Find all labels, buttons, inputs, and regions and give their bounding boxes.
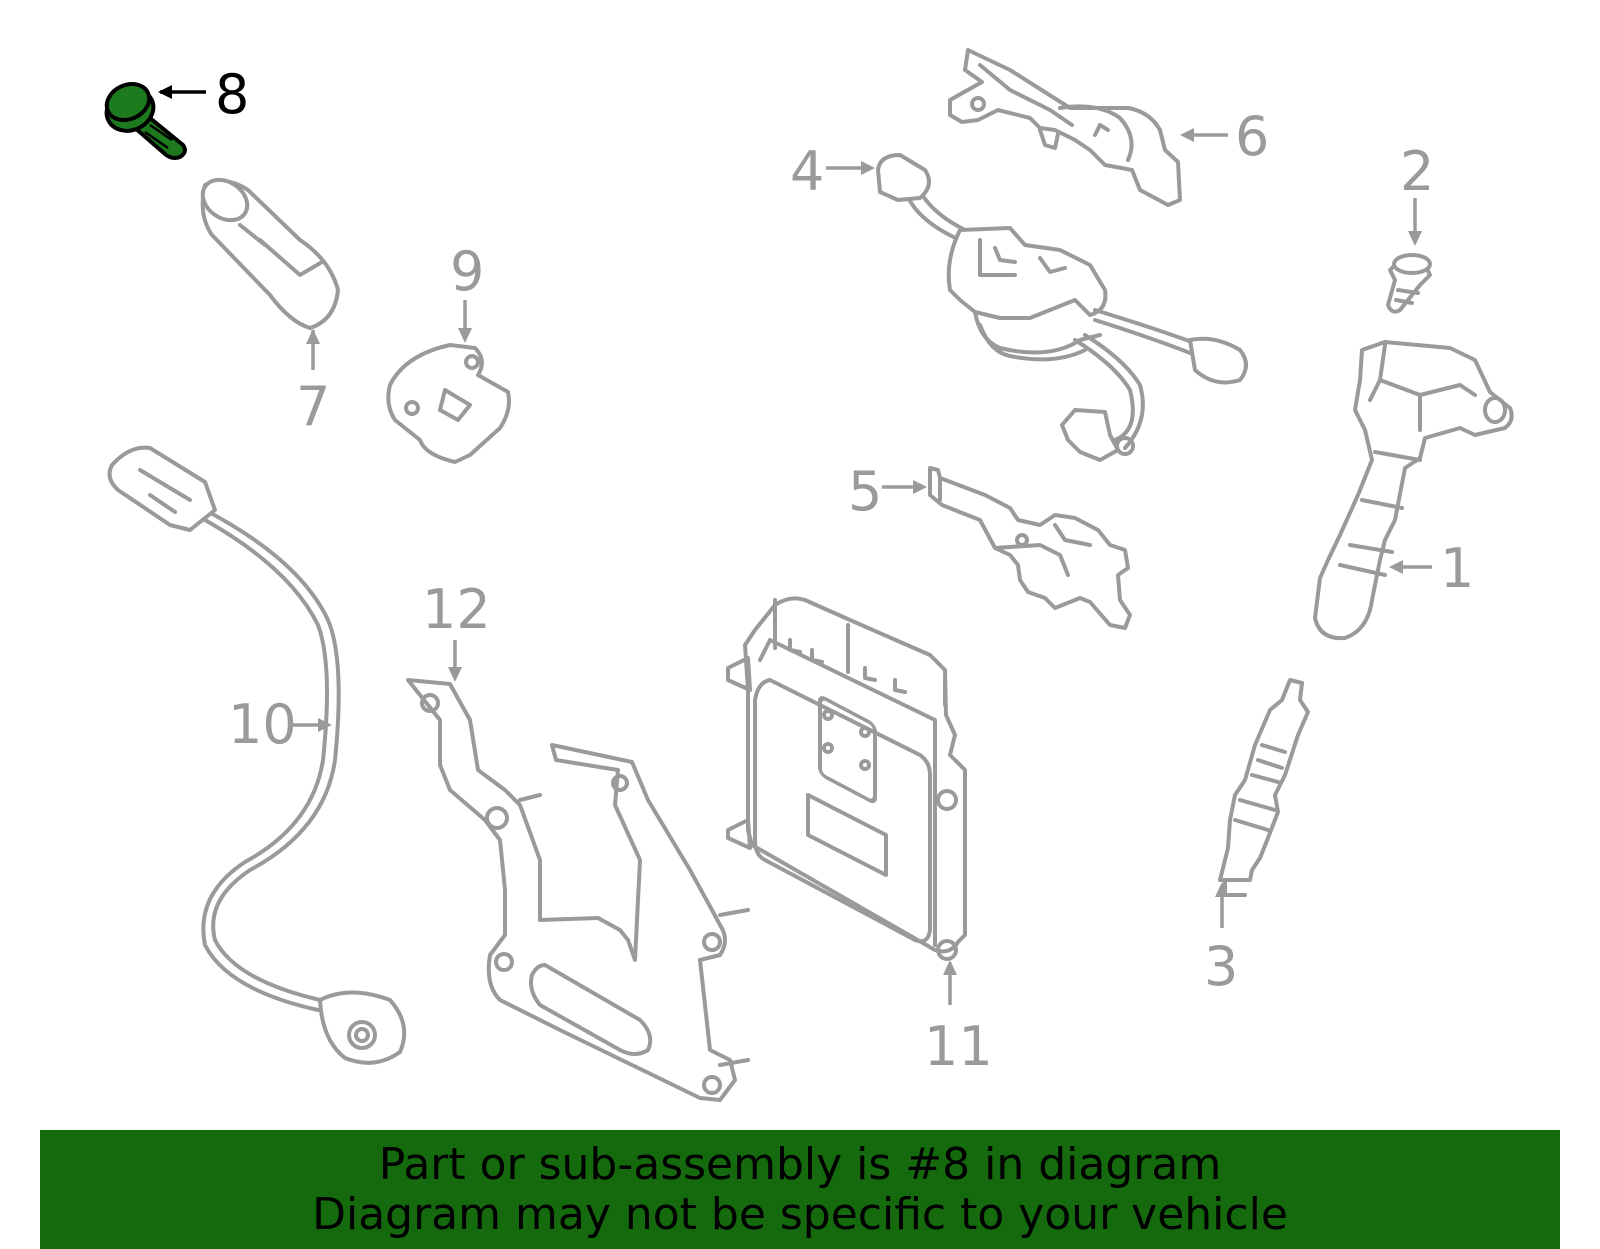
- part-12-bracket[interactable]: [406, 678, 750, 1102]
- callout-5: 5: [848, 460, 927, 523]
- part-8-bolt[interactable]: [100, 77, 187, 160]
- svg-text:10: 10: [228, 693, 297, 756]
- part-6-holder[interactable]: [948, 48, 1182, 207]
- svg-text:11: 11: [924, 1015, 993, 1078]
- svg-text:12: 12: [422, 578, 491, 641]
- svg-text:4: 4: [790, 140, 824, 203]
- svg-text:3: 3: [1204, 935, 1238, 998]
- svg-text:1: 1: [1440, 537, 1474, 600]
- svg-text:6: 6: [1235, 105, 1269, 168]
- svg-text:9: 9: [450, 240, 484, 303]
- part-11-ecu[interactable]: [726, 596, 967, 961]
- svg-text:7: 7: [296, 375, 330, 438]
- callout-6: 6: [1180, 105, 1269, 168]
- callout-12: 12: [422, 578, 491, 682]
- callout-11: 11: [924, 960, 993, 1078]
- part-5-bracket[interactable]: [928, 466, 1132, 630]
- part-3-spark-plug[interactable]: [1218, 678, 1310, 897]
- callout-3: 3: [1204, 882, 1238, 998]
- info-banner: Part or sub-assembly is #8 in diagram Di…: [40, 1130, 1560, 1249]
- part-10-knock-sensor[interactable]: [107, 445, 407, 1065]
- callout-1: 1: [1389, 537, 1474, 600]
- part-4-wiring-harness[interactable]: [876, 153, 1248, 462]
- svg-text:5: 5: [848, 460, 882, 523]
- svg-text:8: 8: [215, 63, 249, 126]
- part-1-ignition-coil[interactable]: [1313, 340, 1514, 641]
- part-9-sensor[interactable]: [386, 343, 511, 464]
- svg-text:2: 2: [1400, 140, 1434, 203]
- callout-8: 8: [158, 63, 249, 126]
- part-7-sensor[interactable]: [195, 171, 340, 330]
- part-2-bolt[interactable]: [1386, 253, 1432, 314]
- callout-7: 7: [296, 329, 330, 438]
- callout-2: 2: [1400, 140, 1434, 246]
- callout-10: 10: [228, 693, 332, 756]
- callout-9: 9: [450, 240, 484, 343]
- banner-disclaimer: Diagram may not be specific to your vehi…: [312, 1189, 1288, 1240]
- banner-part-note: Part or sub-assembly is #8 in diagram: [378, 1139, 1222, 1190]
- callout-4: 4: [790, 140, 875, 203]
